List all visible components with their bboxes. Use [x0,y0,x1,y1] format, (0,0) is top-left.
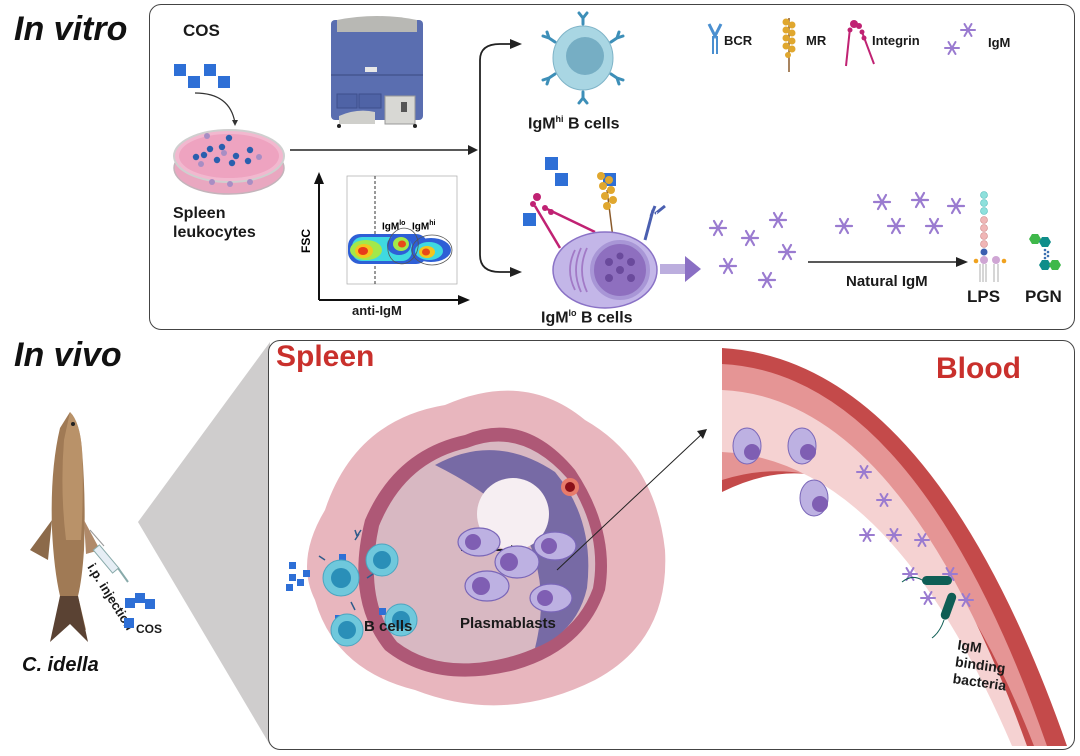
legend-igm-label: IgM [988,35,1011,50]
igm-molecule [768,211,788,229]
cos-square [555,173,568,186]
spleen-to-blood-arrow [556,429,707,571]
plasmablasts-label: Plasmablasts [460,615,556,632]
injected-cos-label: COS [136,622,163,636]
flow-plot-axes [314,172,470,305]
plasma-cells-blood [732,427,829,517]
in-vivo-title: In vivo [14,336,122,374]
igm-molecule [924,217,944,235]
cos-square [204,64,216,76]
spleen-title: Spleen [276,340,375,373]
cos-to-dish-arrow [194,92,238,126]
spleen-b-cells [286,529,418,647]
igm-molecule [946,197,966,215]
flow-cytometer-icon [331,16,423,128]
species-label: C. idella [22,654,99,676]
igm-lo-b-cell-icon [523,157,701,309]
natural-igm-label: Natural IgM [846,273,928,290]
integrin-icon [845,20,875,67]
gate-igm-hi-label: IgMhi [412,220,436,233]
pgn-icon [1029,234,1061,270]
igm-molecule [834,217,854,235]
gate-igm-lo-label: IgMlo [382,220,406,233]
syringe-icon [89,529,129,583]
secreted-igm-cluster [708,191,968,289]
bacterium [922,576,952,585]
igm-molecule [872,193,892,211]
petri-dish-icon [173,129,285,195]
legend-bcr-label: BCR [724,33,753,48]
spleen-plasmablasts [457,527,577,613]
lps-label: LPS [967,287,1001,306]
igm-molecule [777,243,797,261]
branch-arrows [290,39,522,277]
spleen-leukocytes-line2: leukocytes [173,224,256,241]
igm-molecule [708,219,728,237]
flow-plot: FSC IgMlo IgMhi [299,170,470,310]
igm-molecule [886,217,906,235]
cos-square [523,213,536,226]
blood-vessel-illustration [722,348,1067,746]
cos-square [125,598,135,608]
igm-icon [944,23,976,55]
igm-molecule [757,271,777,289]
blood-title: Blood [936,352,1021,385]
legend-integrin-label: Integrin [872,33,920,48]
igm-lo-b-cells-label: IgMlo B cells [541,308,633,327]
igm-hi-b-cells-label: IgMhi B cells [528,114,620,133]
cos-square [188,76,200,88]
igm-molecule [910,191,930,209]
cos-square [145,599,155,609]
igm-molecule [718,257,738,275]
spleen-leukocytes-line1: Spleen [173,205,226,222]
cos-square [135,593,145,603]
in-vitro-title: In vitro [14,10,128,48]
flow-plot-x-label: anti-IgM [352,303,402,318]
pgn-label: PGN [1025,287,1062,306]
bcr-icon [707,23,723,54]
lps-icon [973,191,1007,282]
bacterium [940,592,957,620]
b-cells-label: B cells [364,618,413,635]
igm-binding-bacteria-label: IgM binding bacteria [952,637,1012,695]
legend: BCR MR Integrin IgM [700,16,1060,76]
cos-square [174,64,186,76]
cos-molecules-injected [124,593,155,628]
cos-square [545,157,558,170]
igm-molecule [740,229,760,247]
spleen-leukocytes-label: Spleen leukocytes [173,204,256,242]
cos-square [218,76,230,88]
igm-hi-b-cell-icon [541,11,625,105]
legend-mr-label: MR [806,33,827,48]
grass-carp-icon [30,412,100,642]
zoom-wedge [138,342,270,745]
cos-molecules [174,64,230,88]
cos-label: COS [183,21,220,40]
mr-icon [782,18,796,72]
cos-square [124,618,134,628]
